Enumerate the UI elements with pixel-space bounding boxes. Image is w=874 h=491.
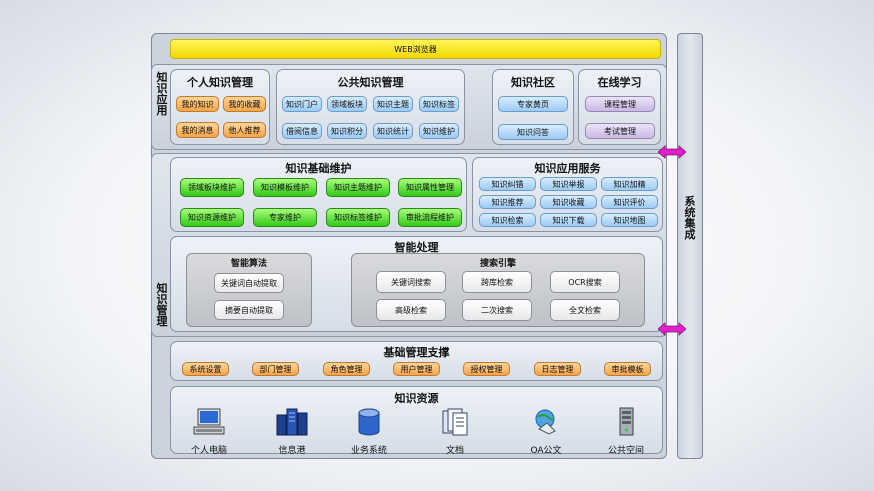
- smart-algorithm-box: 智能算法 关键词自动提取 摘要自动提取: [186, 253, 312, 327]
- service-item-search[interactable]: 知识检索: [479, 213, 536, 227]
- service-item-download[interactable]: 知识下载: [540, 213, 597, 227]
- public-item-tag[interactable]: 知识标签: [419, 96, 459, 112]
- service-item-recommend[interactable]: 知识推荐: [479, 195, 536, 209]
- server-rack-icon: [276, 408, 308, 436]
- system-integration-label: 系统集成: [684, 195, 696, 241]
- double-arrow-upper: [658, 145, 686, 159]
- intelligent-processing-title: 智能处理: [394, 241, 439, 254]
- service-item-favorite[interactable]: 知识收藏: [540, 195, 597, 209]
- support-item-authorization[interactable]: 授权管理: [463, 362, 510, 376]
- search-item-secondary[interactable]: 二次搜索: [462, 299, 532, 321]
- resource-label: 文档: [445, 446, 464, 456]
- support-item-approval-templates[interactable]: 审批模板: [604, 362, 651, 376]
- support-item-roles[interactable]: 角色管理: [323, 362, 370, 376]
- maint-item-expert[interactable]: 专家维护: [253, 208, 317, 227]
- support-item-settings[interactable]: 系统设置: [182, 362, 229, 376]
- documents-icon: [442, 408, 468, 436]
- knowledge-community-title: 知识社区: [511, 76, 555, 89]
- search-item-advanced[interactable]: 高级检索: [376, 299, 446, 321]
- community-item-qa[interactable]: 知识问答: [498, 124, 568, 140]
- support-item-departments[interactable]: 部门管理: [252, 362, 299, 376]
- service-item-feature[interactable]: 知识加精: [601, 177, 658, 191]
- community-item-experts[interactable]: 专家黄页: [498, 96, 568, 112]
- learning-item-exams[interactable]: 考试管理: [585, 123, 655, 139]
- resource-public-space: 公共空间: [596, 407, 656, 456]
- public-item-domain[interactable]: 领域板块: [327, 96, 367, 112]
- personal-knowledge-title: 个人知识管理: [187, 76, 253, 89]
- system-integration-column: [677, 33, 703, 459]
- public-knowledge-title: 公共知识管理: [337, 76, 404, 89]
- support-item-users[interactable]: 用户管理: [393, 362, 440, 376]
- resource-label: 业务系统: [350, 446, 387, 456]
- double-arrow-lower: [658, 322, 686, 336]
- maint-item-topic[interactable]: 知识主题维护: [326, 178, 390, 197]
- public-item-points[interactable]: 知识积分: [327, 123, 367, 139]
- resource-personal-computer: 个人电脑: [179, 407, 239, 456]
- resource-documents: 文档: [425, 407, 485, 456]
- database-icon: [358, 408, 380, 436]
- maint-item-approval[interactable]: 审批流程维护: [398, 208, 462, 227]
- resource-label: 公共空间: [607, 446, 644, 456]
- personal-item-recommended[interactable]: 他人推荐: [223, 122, 266, 138]
- public-item-maintain[interactable]: 知识维护: [419, 123, 459, 139]
- search-item-cross-db[interactable]: 跨库检索: [462, 271, 532, 293]
- basic-support-title: 基础管理支撑: [383, 346, 450, 359]
- web-browser-bar: WEB浏览器: [170, 39, 661, 59]
- oa-document-icon: [535, 409, 556, 435]
- application-services-title: 知识应用服务: [534, 162, 601, 175]
- public-item-topic[interactable]: 知识主题: [373, 96, 413, 112]
- tower-server-icon: [619, 407, 634, 436]
- personal-item-my-favorites[interactable]: 我的收藏: [223, 96, 266, 112]
- application-services-panel: 知识应用服务 知识纠错 知识举报 知识加精 知识推荐 知识收藏 知识评价 知识检…: [472, 157, 663, 232]
- search-engine-title: 搜索引擎: [479, 259, 516, 269]
- resource-business-system: 业务系统: [339, 407, 399, 456]
- online-learning-panel: 在线学习 课程管理 考试管理: [578, 69, 661, 145]
- algo-item-summary-extraction[interactable]: 摘要自动提取: [214, 300, 284, 320]
- basic-support-panel: 基础管理支撑 系统设置 部门管理 角色管理 用户管理 授权管理 日志管理 审批模…: [170, 341, 663, 381]
- algo-item-keyword-extraction[interactable]: 关键词自动提取: [214, 273, 284, 293]
- search-item-keyword[interactable]: 关键词搜索: [376, 271, 446, 293]
- maint-item-domain[interactable]: 领域板块维护: [180, 178, 244, 197]
- learning-item-courses[interactable]: 课程管理: [585, 96, 655, 112]
- smart-algorithm-title: 智能算法: [230, 259, 267, 269]
- knowledge-management-label: 知识管理: [156, 282, 168, 328]
- maint-item-attribute[interactable]: 知识属性管理: [398, 178, 462, 197]
- online-learning-title: 在线学习: [597, 76, 642, 89]
- maint-item-template[interactable]: 知识模板维护: [253, 178, 317, 197]
- resource-label: OA公文: [530, 446, 562, 456]
- service-item-map[interactable]: 知识地图: [601, 213, 658, 227]
- resource-info-port: 信息港: [262, 407, 322, 456]
- base-maintenance-title: 知识基础维护: [285, 162, 352, 175]
- service-item-report[interactable]: 知识举报: [540, 177, 597, 191]
- search-item-ocr[interactable]: OCR搜索: [550, 271, 620, 293]
- knowledge-application-label: 知识应用: [156, 71, 168, 117]
- public-knowledge-panel: 公共知识管理 知识门户 领域板块 知识主题 知识标签 借阅信息 知识积分 知识统…: [276, 69, 465, 145]
- knowledge-resources-panel: 知识资源 个人电脑 信息港 业务系统: [170, 386, 663, 456]
- support-item-logs[interactable]: 日志管理: [534, 362, 581, 376]
- service-item-rating[interactable]: 知识评价: [601, 195, 658, 209]
- public-item-portal[interactable]: 知识门户: [282, 96, 322, 112]
- personal-item-my-messages[interactable]: 我的消息: [176, 122, 219, 138]
- computer-icon: [193, 408, 225, 435]
- resource-label: 个人电脑: [190, 446, 227, 456]
- search-item-fulltext[interactable]: 全文检索: [550, 299, 620, 321]
- maint-item-resource[interactable]: 知识资源维护: [180, 208, 244, 227]
- base-maintenance-panel: 知识基础维护 领域板块维护 知识模板维护 知识主题维护 知识属性管理 知识资源维…: [170, 157, 467, 232]
- personal-knowledge-panel: 个人知识管理 我的知识 我的收藏 我的消息 他人推荐: [170, 69, 270, 145]
- public-item-borrow[interactable]: 借阅信息: [282, 123, 322, 139]
- maint-item-tag[interactable]: 知识标签维护: [326, 208, 390, 227]
- resource-label: 信息港: [278, 446, 306, 456]
- service-item-correction[interactable]: 知识纠错: [479, 177, 536, 191]
- personal-item-my-knowledge[interactable]: 我的知识: [176, 96, 219, 112]
- knowledge-resources-title: 知识资源: [394, 392, 439, 405]
- resource-oa-document: OA公文: [516, 407, 576, 456]
- knowledge-community-panel: 知识社区 专家黄页 知识问答: [492, 69, 574, 145]
- public-item-stats[interactable]: 知识统计: [373, 123, 413, 139]
- search-engine-box: 搜索引擎 关键词搜索 跨库检索 OCR搜索 高级检索 二次搜索 全文检索: [351, 253, 645, 327]
